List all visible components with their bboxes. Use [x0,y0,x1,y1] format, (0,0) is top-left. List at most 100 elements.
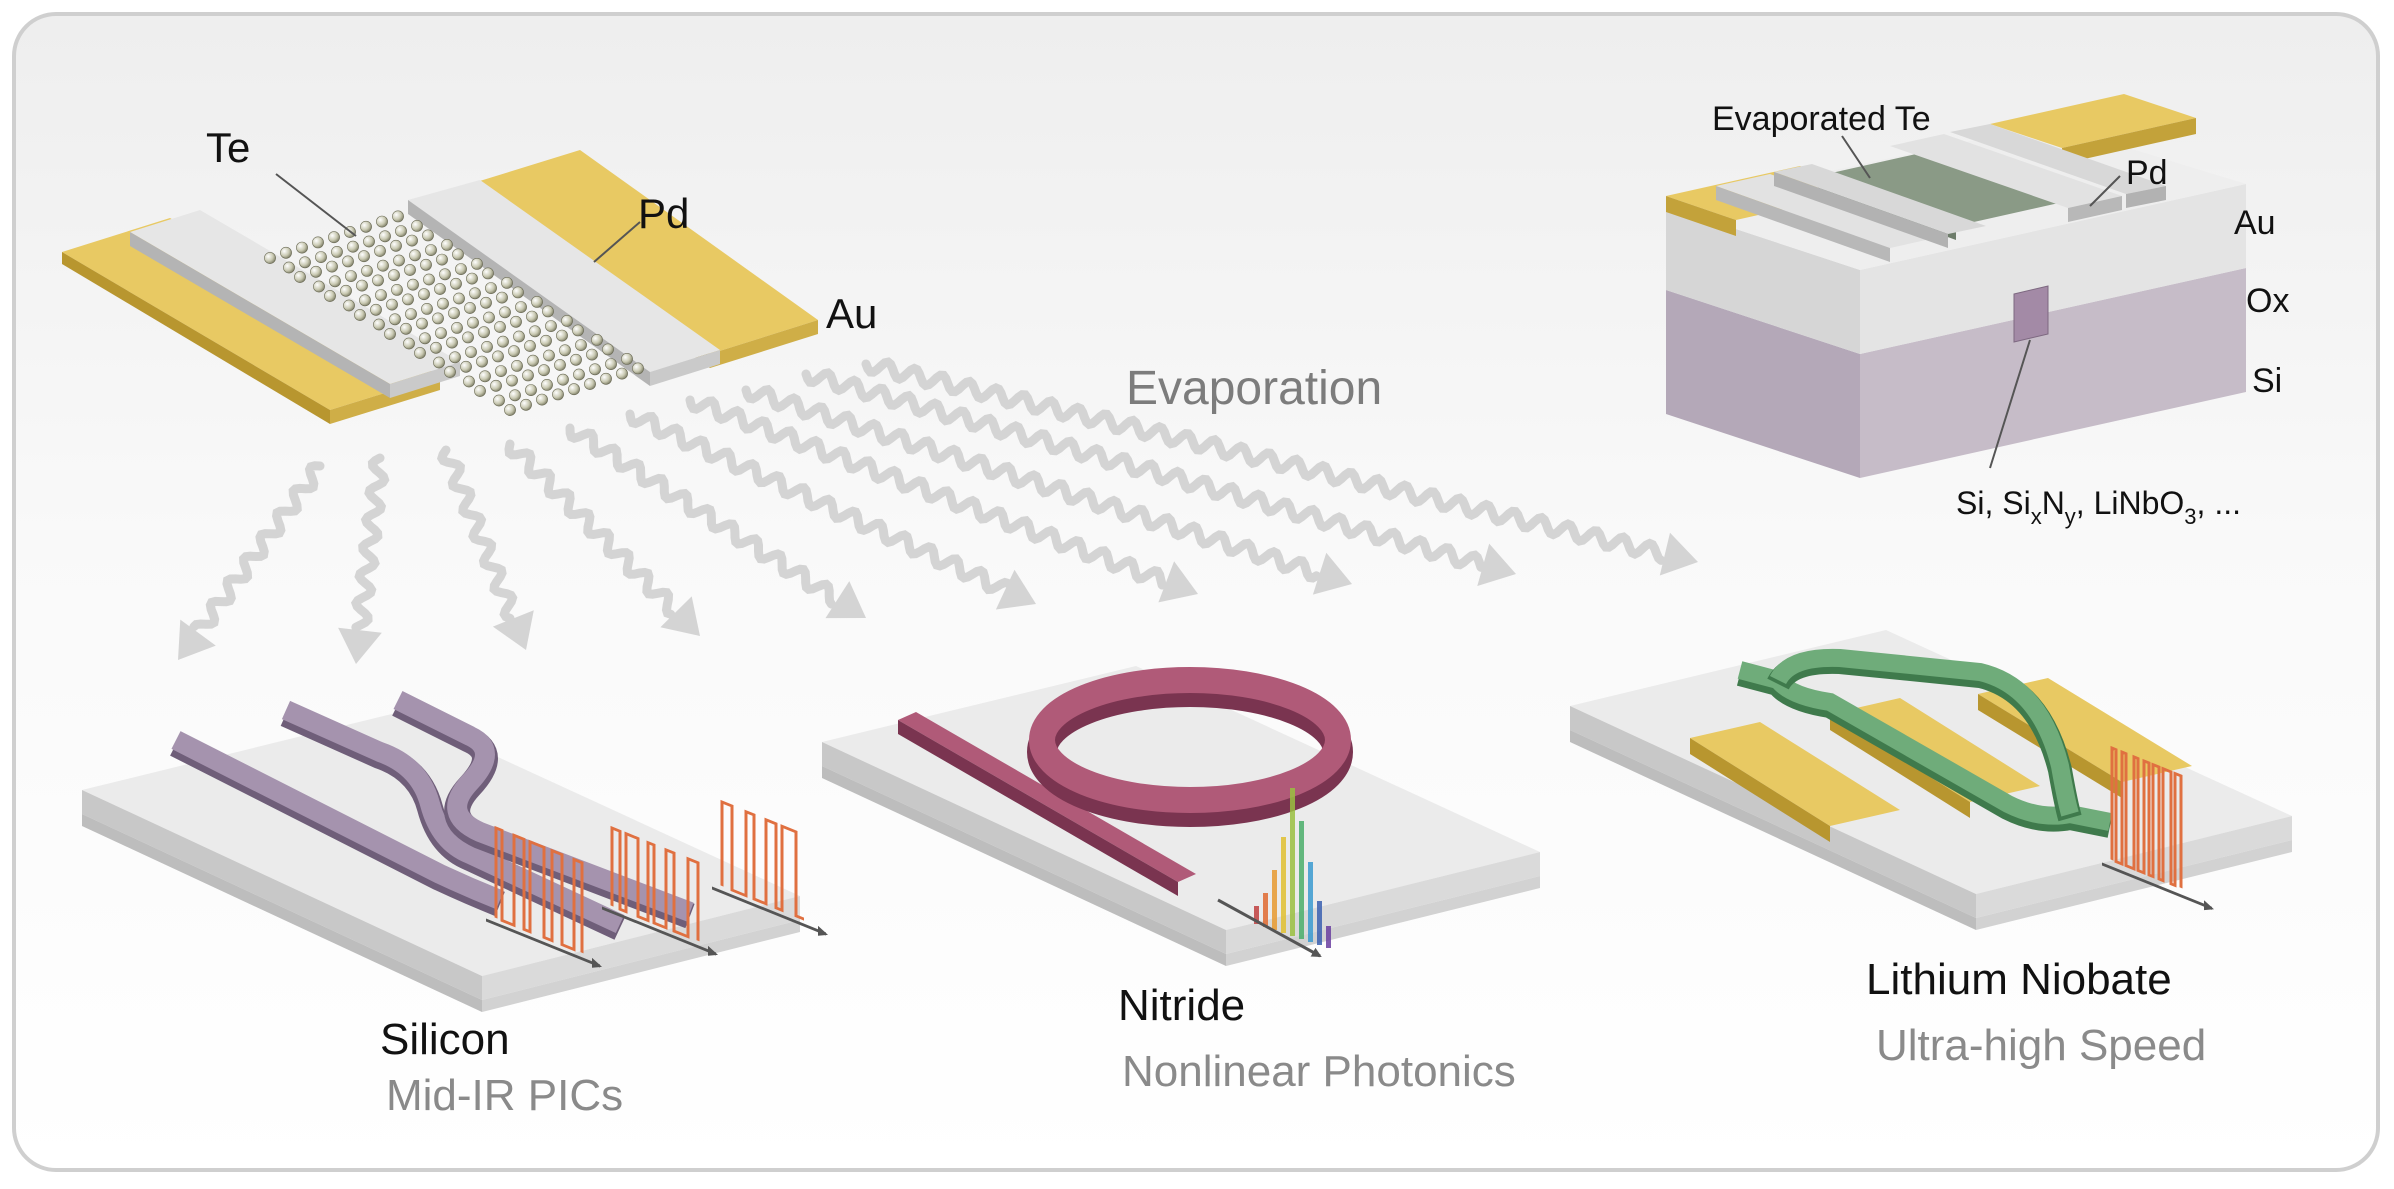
ln-signal-trace [2102,745,2214,911]
te-atom [372,274,384,287]
te-atom [414,347,426,359]
te-atom [299,256,311,269]
silicon-subtitle: Mid-IR PICs [386,1071,623,1120]
frequency-comb [1217,788,1331,958]
te-atom [605,358,617,370]
xs-si-label: Si [2252,362,2282,400]
te-atom [589,363,601,376]
te-atom [437,297,449,310]
te-atom [542,305,554,318]
te-atom [600,372,612,385]
te-atom [435,327,447,339]
evaporation-arrow [504,439,676,619]
te-atom [343,299,355,312]
signal-plot [2102,745,2214,911]
te-atom [419,332,431,345]
te-atom [552,388,564,401]
te-atom [393,254,405,267]
signal-plot [486,825,602,968]
arrow-head [1312,552,1352,595]
te-atom [453,292,465,305]
te-callout-line [275,173,357,237]
te-atom [328,231,340,244]
te-atom [425,244,437,256]
te-atom [402,293,414,306]
te-atom [557,373,569,386]
te-atom [529,325,541,338]
te-atom [360,220,372,233]
te-atom [391,283,403,296]
te-atom [264,252,276,264]
arrow-head [178,619,216,660]
te-atom [511,359,523,372]
te-atom [347,240,359,253]
comb-line [1299,821,1304,939]
evaporated-te-label: Evaporated Te [1712,100,1931,138]
te-atom [462,331,474,344]
comb-line [1254,906,1259,924]
te-atom [312,236,324,249]
te-atom [497,335,509,348]
pd-label: Pd [638,190,689,237]
te-atom [573,368,585,381]
waveguide-core [2013,285,2049,343]
te-atom [404,264,416,276]
te-atom [509,389,521,402]
comb-line [1326,926,1331,948]
te-atom [433,356,445,369]
te-atom [540,334,552,347]
te-atom [315,251,327,263]
te-atom [313,280,325,293]
te-atom [543,349,555,362]
signal-trace [494,825,584,954]
evaporation-arrow [861,357,1666,565]
arrow-head [825,581,866,619]
comb-line [1263,893,1268,927]
te-atom [310,265,322,278]
te-atom [471,257,483,270]
signal-trace [2110,745,2183,889]
te-atom [342,255,354,268]
te-atom [541,378,553,391]
te-atom [409,249,421,262]
platform-silicon: Silicon Mid-IR PICs [82,691,828,1120]
te-atom [554,359,566,371]
te-atom [616,367,628,380]
te-atom [494,321,506,333]
te-atom [513,330,525,343]
arrow-head [492,610,534,650]
comb-line [1272,870,1277,930]
te-atom [296,241,308,254]
te-atom [407,278,419,291]
te-atom [520,398,532,411]
signal-axis [1217,898,1322,958]
te-atom [441,238,453,251]
te-atom [280,246,292,259]
comb-line [1281,837,1286,933]
te-atom [481,340,493,353]
signal-axis [486,918,602,968]
right-pd-contact [408,180,720,386]
te-atom [389,313,401,326]
te-atom [499,306,511,319]
te-atom [354,309,366,321]
te-atom [632,362,644,375]
te-atom [377,259,389,272]
evaporation-arrow [565,423,836,609]
te-atom [482,267,494,280]
te-atom [493,394,505,407]
te-atom [538,364,550,377]
te-atom [340,284,352,297]
comb-line [1290,788,1295,936]
evaporation-arrow [350,453,390,632]
xs-pd-label: Pd [2126,154,2168,192]
pd-callout-line [593,221,641,263]
te-atom [421,302,433,315]
te-atom [418,288,430,301]
te-device: Te Pd Au [62,124,877,424]
te-atom [496,291,508,304]
te-crystal-atoms [264,210,644,416]
platform-nitride: Nitride Nonlinear Photonics [822,666,1540,1096]
